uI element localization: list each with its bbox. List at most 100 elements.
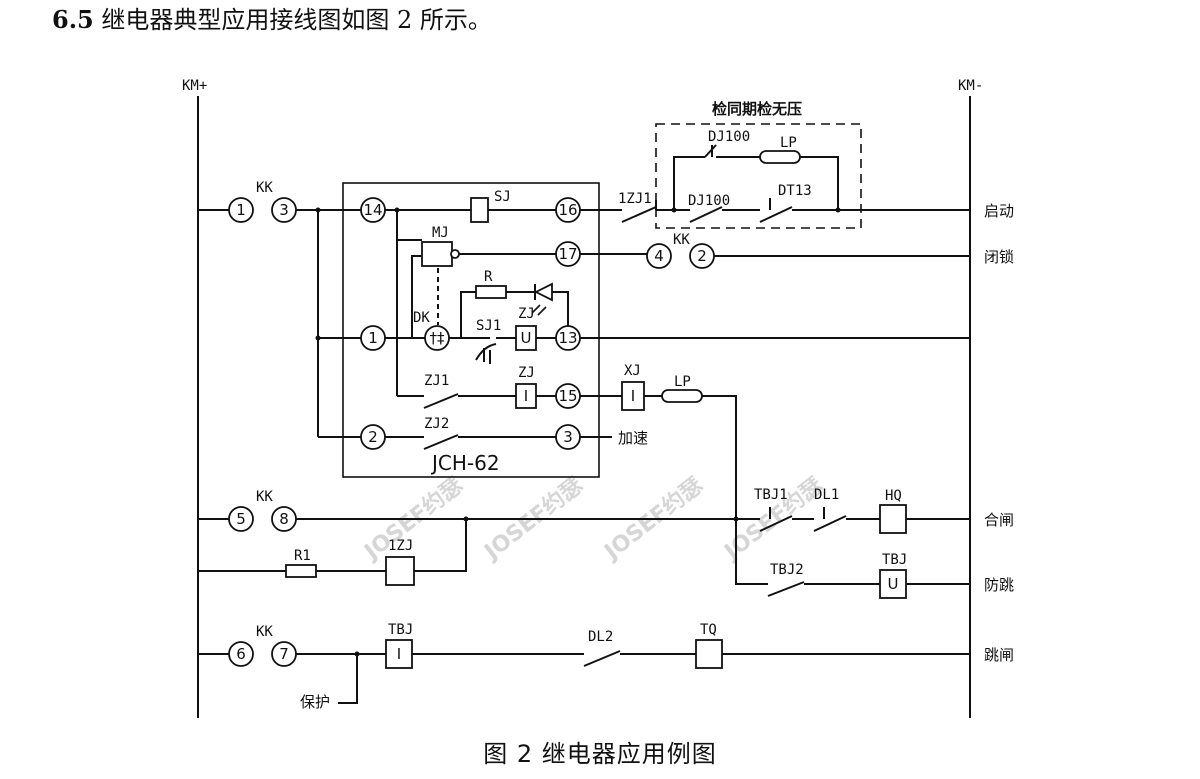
row-zj-voltage: 1 †‡ DK SJ1 U ZJ 13 R [315,207,970,437]
resistor-r [475,285,507,299]
output-qidong: 启动 [984,202,1014,220]
contact-1zj1 [621,206,657,223]
terminal-label: 2 [697,247,707,265]
1zj1-label: 1ZJ1 [618,191,652,207]
sj-coil [470,197,489,223]
bus-label-positive: KM+ [182,78,207,94]
dt13-label: DT13 [778,183,812,199]
terminal-kk-6 [228,641,254,667]
resistor-r1 [285,564,317,578]
terminal-label: 17 [558,245,577,263]
section-heading: 6.5 继电器典型应用接线图如图 2 所示。 [52,4,492,36]
contact-tbj2 [767,581,805,597]
hq-label: HQ [885,488,902,504]
tbj-label: TBJ [882,552,907,568]
terminal-label: 4 [654,247,664,265]
dashed-box-title: 检同期检无压 [712,100,802,118]
tq-label: TQ [700,622,717,638]
row-hezha: 5 KK 8 TBJ1 DL1 HQ 合闸 [198,487,1014,534]
output-jiasu: 加速 [618,429,648,447]
contact-dj100-lower [689,206,723,223]
dk-label: DK [413,310,430,326]
sj1-label: SJ1 [476,318,501,334]
tbj-current-coil [385,639,413,669]
contact-dl2 [583,650,621,667]
row-1zj: R1 1ZJ [198,519,467,586]
terminal-kk-4 [646,243,672,269]
zj-label: ZJ [518,365,535,381]
dj100-upper-label: DJ100 [708,129,750,145]
coil-mark: U [888,575,899,593]
coil-mark: U [521,329,532,347]
row-zj-current: ZJ1 I ZJ 15 I XJ LP [397,363,768,585]
contact-dj100-upper [704,144,717,158]
figure-caption: 图 2 继电器应用例图 [483,740,717,768]
lp-plate-lower [661,389,703,403]
sj1-contact [475,343,497,361]
dl1-label: DL1 [814,487,839,503]
tbj-voltage-coil [879,569,907,599]
protection-label: 保护 [300,693,330,711]
coil-mark: I [631,387,635,405]
r1-label: R1 [294,548,311,564]
hq-coil [879,504,907,534]
lp-upper-label: LP [780,135,797,151]
contact-zj2 [423,434,459,450]
terminal-kk-5 [228,506,254,532]
dashed-box [655,123,862,229]
zj1-label: ZJ1 [424,373,449,389]
r-label: R [484,269,493,285]
output-hezha: 合闸 [984,511,1014,529]
dj100-lower-label: DJ100 [688,193,730,209]
terminal-kk-1 [228,197,254,223]
contact-dl1 [813,515,847,532]
mj-coil [421,241,453,267]
coil-mark: I [397,645,401,663]
terminal-label: 8 [279,510,289,528]
terminal-label: 16 [558,201,577,219]
mj-pointer [450,249,460,259]
section-heading-text: 继电器典型应用接线图如图 2 所示。 [93,6,492,34]
lp-lower-label: LP [674,374,691,390]
1zj-label: 1ZJ [388,538,413,554]
lp-plate-upper [759,150,801,164]
zj-label: ZJ [518,306,535,322]
kk-label: KK [256,180,273,196]
bus-label-negative: KM- [958,78,983,94]
xj-label: XJ [624,363,641,379]
mj-label: MJ [432,225,449,241]
row-qidong: 1 KK 3 14 SJ 16 1ZJ1 DJ100 DT13 启动 [198,180,1014,223]
terminal-label: 7 [279,645,289,663]
row-bisuo: MJ 17 4 KK 2 闭锁 [394,207,1014,396]
output-tiaozha: 跳闸 [984,646,1014,664]
sync-check-box: 检同期检无压 DJ100 LP [655,100,862,229]
terminal-label: 1 [368,329,378,347]
contact-tbj1 [759,515,793,532]
terminal-label: 14 [363,201,382,219]
contact-zj1 [423,393,459,409]
tq-coil [695,639,723,669]
output-fangtiao: 防跳 [984,576,1014,594]
contact-dt13 [759,206,793,223]
tbj-label: TBJ [388,622,413,638]
terminal-label: 13 [558,329,577,347]
dl2-label: DL2 [588,629,613,645]
coil-mark: I [524,387,528,405]
led-diode [533,282,553,302]
terminal-label: 15 [558,387,577,405]
terminal-label: 6 [236,645,246,663]
output-bisuo: 闭锁 [984,248,1014,266]
relay-housing [342,182,600,478]
terminal-label: 2 [368,428,378,446]
tbj1-label: TBJ1 [754,487,788,503]
terminal-label: 3 [563,428,573,446]
row-tiaozha: 6 KK 7 I TBJ DL2 TQ 跳闸 保护 [198,622,1014,711]
kk-label: KK [256,624,273,640]
zj2-label: ZJ2 [424,416,449,432]
terminal-label: 3 [279,201,289,219]
kk-label: KK [256,489,273,505]
terminal-label: 5 [236,510,246,528]
dk-mark: †‡ [430,329,446,347]
1zj-coil [385,556,415,586]
